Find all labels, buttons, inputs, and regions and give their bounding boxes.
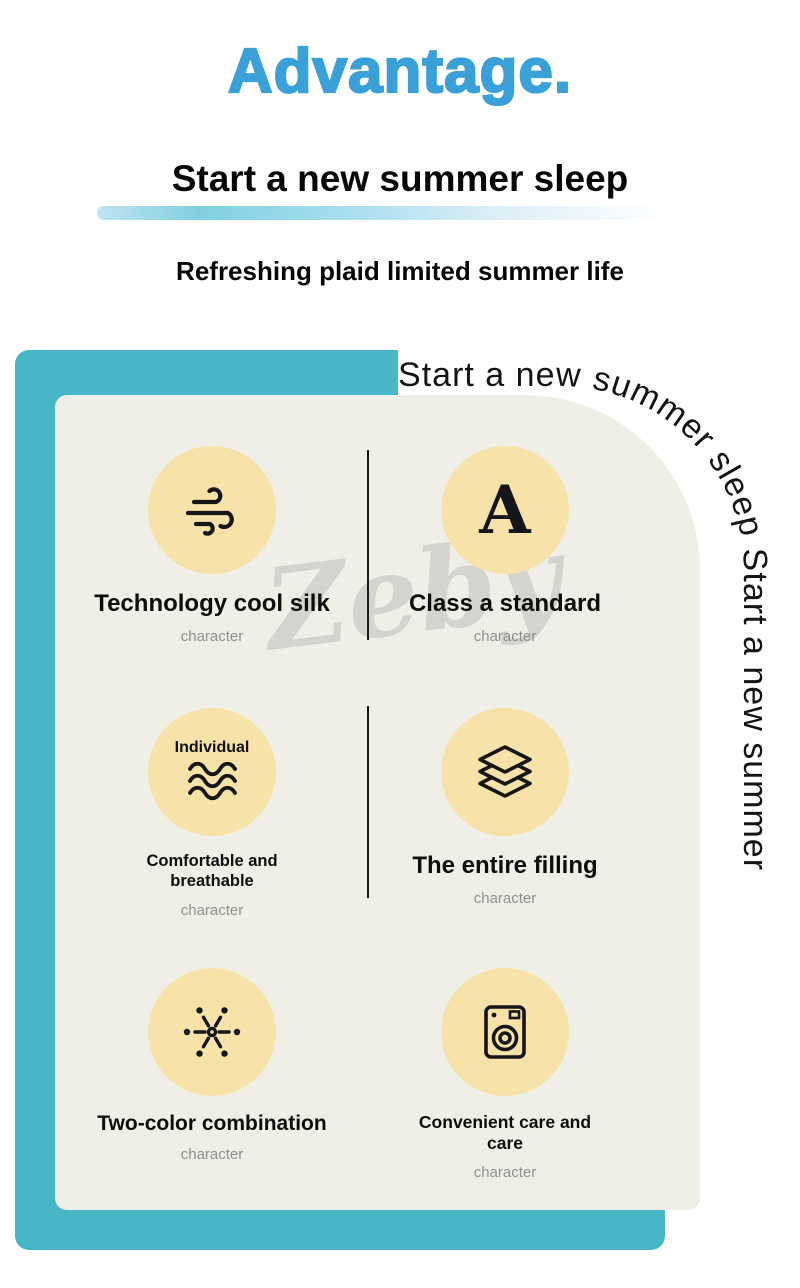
feature-title: The entire filling	[412, 852, 598, 879]
snowflake-icon	[148, 968, 276, 1096]
page-title: Start a new summer sleep	[171, 158, 629, 199]
feature-entire-filling: The entire filling character	[359, 708, 651, 907]
feature-comfortable-breathable: Individual Comfortable and breathable ch…	[66, 708, 358, 919]
washing-machine-icon	[441, 968, 569, 1096]
monogram-a: A	[479, 471, 531, 549]
brand-title: Advantage.	[227, 36, 573, 107]
feature-caption: character	[473, 1164, 537, 1181]
wind-icon	[148, 446, 276, 574]
feature-title: Convenient care and care	[418, 1112, 592, 1153]
feature-title: Class a standard	[408, 590, 602, 617]
letter-a-icon: A	[441, 446, 569, 574]
feature-convenient-care: Convenient care and care character	[359, 968, 651, 1181]
feature-caption: character	[473, 890, 537, 907]
column-divider	[367, 706, 369, 898]
feature-title: Comfortable and breathable	[146, 852, 278, 890]
feature-caption: character	[180, 1146, 244, 1163]
column-divider	[367, 450, 369, 640]
feature-title: Technology cool silk	[94, 590, 330, 617]
feature-title: Two-color combination	[97, 1112, 327, 1135]
feature-caption: character	[180, 901, 244, 919]
layers-icon	[441, 708, 569, 836]
feature-technology-cool-silk: Technology cool silk character	[66, 446, 358, 645]
individual-badge: Individual	[174, 739, 250, 756]
feature-two-color-combination: Two-color combination character	[66, 968, 358, 1163]
title-underline	[97, 206, 667, 220]
feature-class-a-standard: A Class a standard character	[359, 446, 651, 645]
feature-caption: character	[473, 628, 537, 645]
feature-caption: character	[180, 628, 244, 645]
page-subtitle: Refreshing plaid limited summer life	[176, 256, 624, 286]
waves-icon: Individual	[148, 708, 276, 836]
